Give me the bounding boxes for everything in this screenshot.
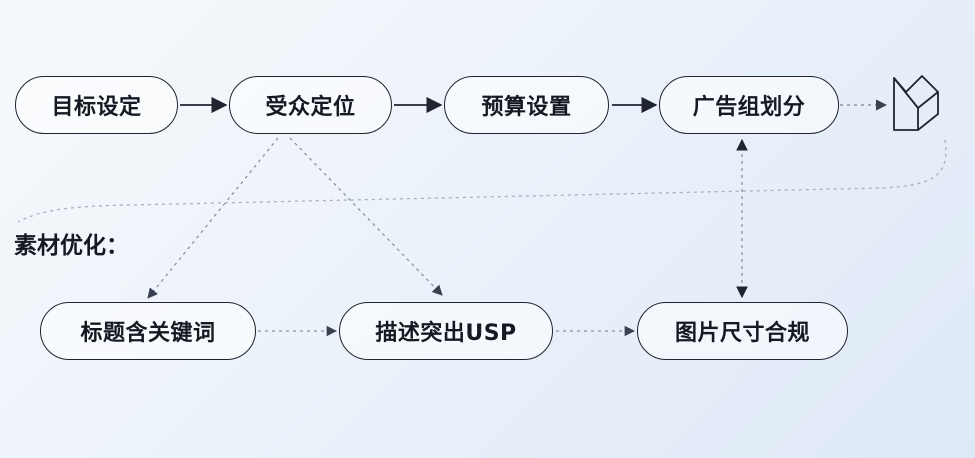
step-desc-label: 描述突出USP bbox=[375, 321, 517, 346]
step-image: 图片尺寸合规 bbox=[637, 302, 848, 360]
step-title: 标题含关键词 bbox=[40, 302, 256, 360]
step-budget: 预算设置 bbox=[444, 76, 609, 134]
arrow-audience-to-desc bbox=[289, 137, 443, 296]
step-title-label: 标题含关键词 bbox=[80, 321, 216, 346]
arrow-audience-to-title bbox=[147, 137, 279, 299]
step-goal: 目标设定 bbox=[15, 76, 178, 134]
step-adgroup-label: 广告组划分 bbox=[692, 95, 806, 120]
folded-box-icon bbox=[893, 75, 939, 131]
step-image-label: 图片尺寸合规 bbox=[674, 321, 810, 346]
step-desc: 描述突出USP bbox=[339, 302, 553, 360]
step-audience-label: 受众定位 bbox=[265, 95, 356, 120]
step-goal-label: 目标设定 bbox=[51, 95, 142, 120]
step-budget-label: 预算设置 bbox=[481, 95, 572, 120]
step-audience: 受众定位 bbox=[229, 76, 392, 134]
loop-back-curve bbox=[17, 139, 947, 223]
step-adgroup: 广告组划分 bbox=[659, 76, 839, 134]
section-label: 素材优化： bbox=[14, 233, 129, 259]
